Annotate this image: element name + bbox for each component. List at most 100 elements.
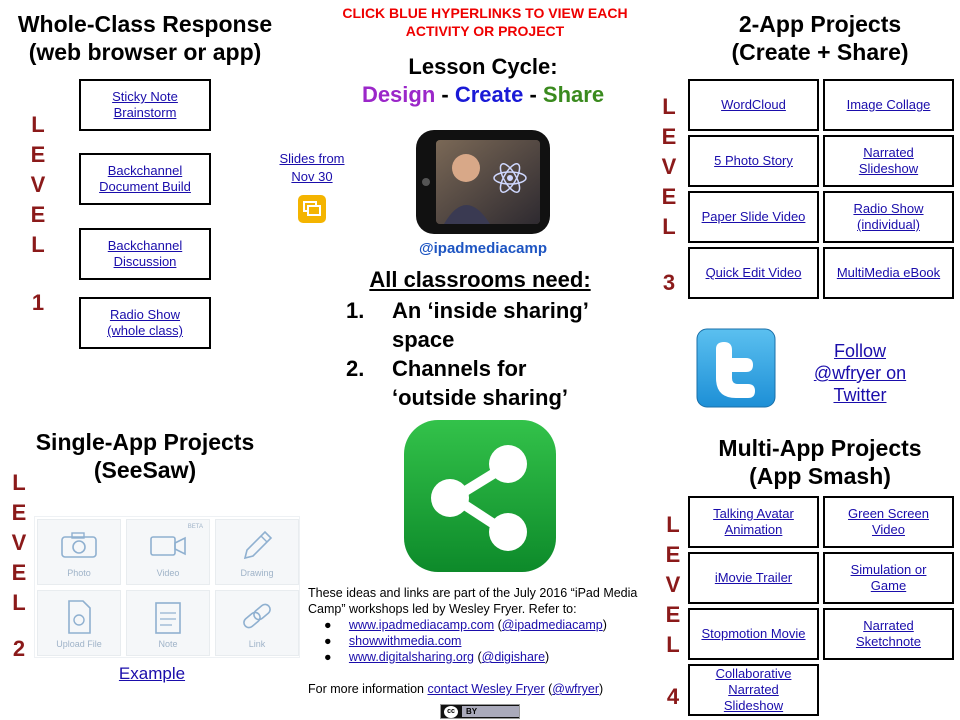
create-label: Create [454,82,524,107]
two-app-subtitle: (Create + Share) [731,39,909,65]
level-letter: L [12,590,26,615]
paper-slide-video-link[interactable]: Paper Slide Video [701,209,806,224]
showwithmedia-link[interactable]: showwithmedia.com [348,634,462,648]
link-line: Talking Avatar [713,506,794,521]
radio-show-whole-class-link[interactable]: Radio Show(whole class) [107,307,183,339]
share-label: Share [542,82,605,107]
project-box: iMovie Trailer [688,552,819,604]
level-letter: E [30,142,46,167]
paren: ) [599,682,604,696]
list-text: Channels for‘outside sharing’ [392,354,568,412]
video-camera-icon [150,536,186,556]
link-icon [243,603,271,629]
seesaw-tile-photo: Photo [37,519,121,585]
wordcloud-link[interactable]: WordCloud [721,97,786,112]
level-letter: V [665,572,681,597]
stopmotion-movie-link[interactable]: Stopmotion Movie [701,626,806,641]
project-box: Stopmotion Movie [688,608,819,660]
level-1-label: L E V E L 1 [26,110,50,318]
link-line: (individual) [857,217,920,232]
list-item: ● www.ipadmediacamp.com (@ipadmediacamp) [324,618,607,632]
wfryer-twitter-link[interactable]: @wfryer [552,682,600,696]
link-line: Narrated [728,682,779,697]
level-letter: L [31,112,45,137]
link-line: Brainstorm [113,105,177,120]
list-item: ● www.digitalsharing.org (@digishare) [324,650,550,664]
link-line: Radio Show [853,201,924,216]
seesaw-screenshot: Photo BETA Video Drawing Upload File Not… [34,516,300,658]
paren: ( [473,650,482,664]
footer-info: These ideas and links are part of the Ju… [308,585,678,697]
twitter-icon[interactable] [696,328,776,408]
design-label: Design [361,82,436,107]
lesson-cycle-phases: Design - Create - Share [330,82,636,108]
tile-label: Link [248,639,266,649]
whole-class-title: Whole-Class Response [17,11,273,37]
level-letter: L [662,94,676,119]
tile-label: Video [156,568,180,578]
radio-show-individual-link[interactable]: Radio Show(individual) [853,201,923,233]
ipadmediacamp-site-link[interactable]: www.ipadmediacamp.com [348,618,495,632]
link-line: (whole class) [107,323,183,338]
link-line: Narrated [863,145,914,160]
tile-label: Upload File [56,639,102,649]
level-3-label: L E V E L 3 [657,92,681,298]
beta-badge: BETA [187,524,203,530]
level-letter: E [665,602,681,627]
tile-label: Drawing [240,568,274,578]
whole-class-heading: Whole-Class Response (web browser or app… [0,10,290,66]
imovie-trailer-link[interactable]: iMovie Trailer [714,570,793,585]
link-line: Radio Show [109,307,181,322]
list-text: An ‘inside sharing’space [392,296,589,354]
link-line: Sketchnote [855,634,922,649]
link-line: Narrated [863,618,914,633]
five-photo-story-link[interactable]: 5 Photo Story [714,153,793,168]
level-letter: E [661,184,677,209]
list-item: ● showwithmedia.com [324,634,462,648]
contact-wesley-link[interactable]: contact Wesley Fryer [427,682,545,696]
link-line: Slideshow [858,161,919,176]
cc-by-license-badge[interactable]: cc BY [440,704,520,719]
link-line: Document Build [99,179,191,194]
link-line: Video [871,522,905,537]
link-line: Slideshow [723,698,784,713]
pencil-icon [243,530,273,560]
level-letter: E [661,124,677,149]
level-2-label: L E V E L 2 [7,468,31,664]
link-line: Twitter [833,385,887,405]
level-number: 1 [31,290,45,315]
list-line: Channels for [392,356,527,381]
image-collage-link[interactable]: Image Collage [846,97,931,112]
seesaw-example-link[interactable]: Example [118,664,186,683]
digitalsharing-site-link[interactable]: www.digitalsharing.org [348,650,474,664]
link-line: Green Screen [848,506,929,521]
multimedia-ebook-link[interactable]: MultiMedia eBook [836,265,941,280]
footer-intro-line: These ideas and links are part of the Ju… [308,586,638,600]
digishare-twitter-link[interactable]: @digishare [481,650,546,664]
file-icon [68,600,91,634]
multi-app-subtitle: (App Smash) [749,463,891,489]
lesson-cycle-title: Lesson Cycle: [408,54,558,79]
ipadmediacamp-twitter-link[interactable]: @ipadmediacamp [501,618,603,632]
quick-edit-video-link[interactable]: Quick Edit Video [705,265,802,280]
by-label: BY [462,706,519,717]
google-slides-icon[interactable] [297,194,327,224]
project-box: Quick Edit Video [688,247,819,299]
link-line: Animation [724,522,783,537]
